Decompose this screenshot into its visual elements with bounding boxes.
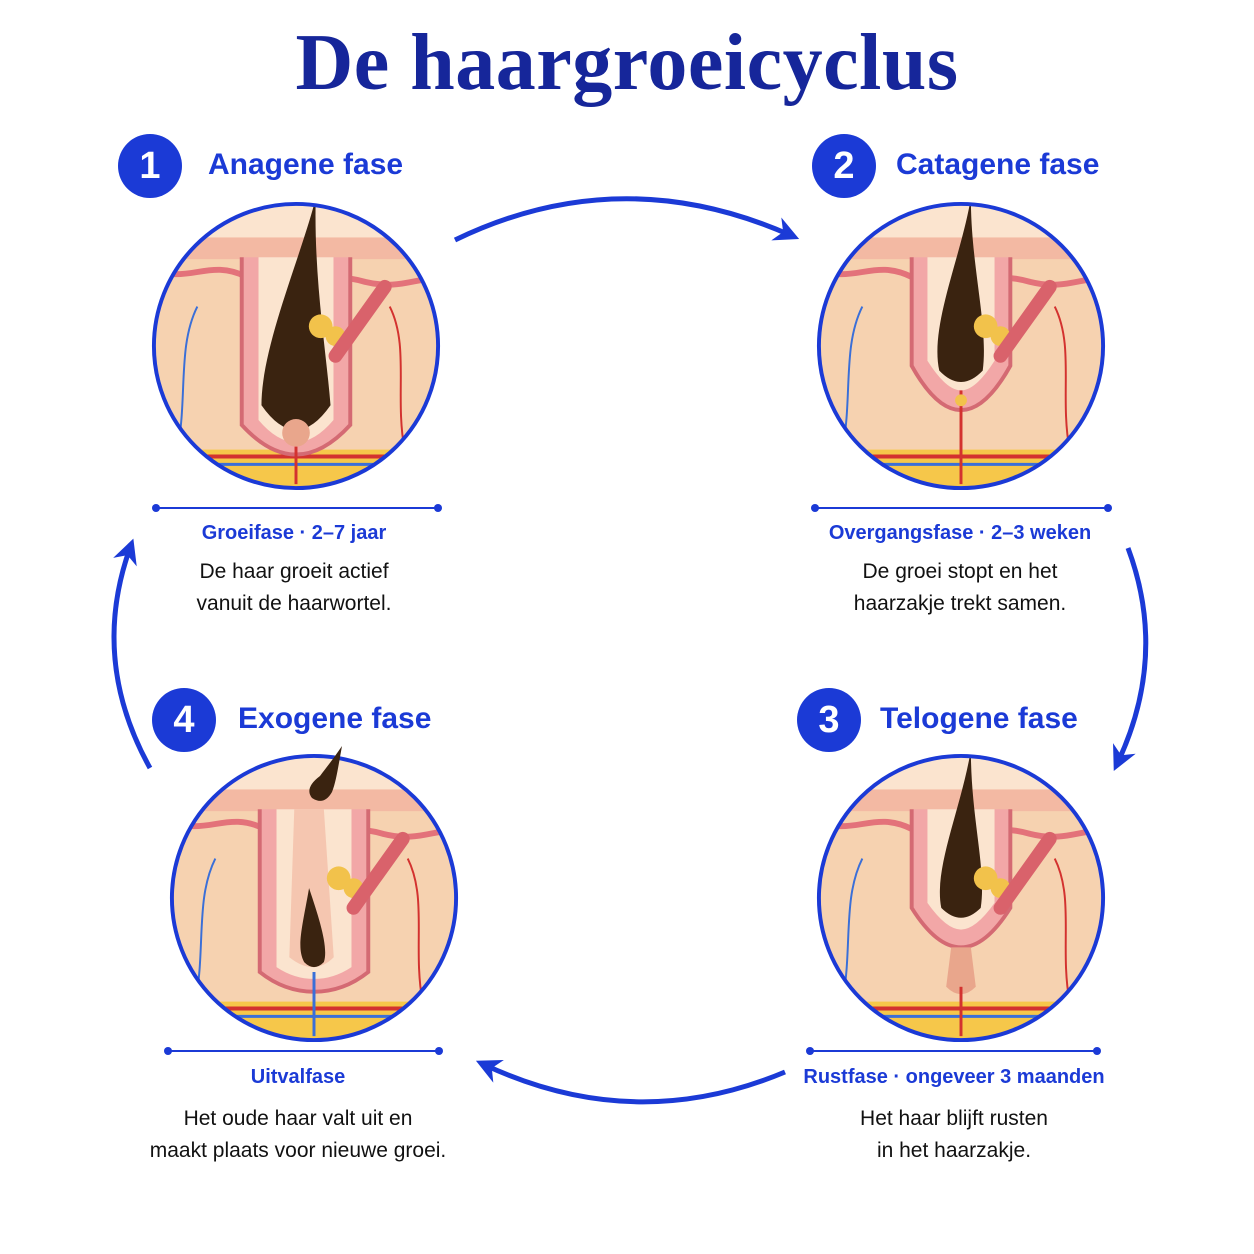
phase-duration: Uitvalfase [250, 1066, 346, 1088]
phase-number-badge: 3 [797, 688, 861, 752]
phase-divider [164, 1047, 443, 1055]
phase-description: Het haar blijft rusten in het haarzakje. [754, 1103, 1154, 1167]
description-line-2: maakt plaats voor nieuwe groei. [149, 1139, 447, 1162]
phase-description: Het oude haar valt uit en maakt plaats v… [98, 1103, 498, 1167]
anagen-follicle-illustration [151, 201, 441, 491]
page-title: De haargroeicyclus [295, 19, 959, 107]
description-line-2: vanuit de haarwortel. [196, 592, 392, 615]
phase-duration: Overgangsfase · 2–3 weken [828, 522, 1092, 544]
phase-divider [152, 504, 442, 512]
description-line-1: Het haar blijft rusten [860, 1107, 1048, 1130]
description-line-2: in het haarzakje. [876, 1139, 1032, 1162]
description-line-2: haarzakje trekt samen. [853, 592, 1067, 615]
arrow-catagen-to-telogen [1113, 547, 1149, 772]
phase-duration: Rustfase · ongeveer 3 maanden [803, 1066, 1105, 1088]
phase-number-badge: 4 [152, 688, 216, 752]
phase-title: Catagene fase [896, 148, 1100, 181]
phase-divider [811, 504, 1112, 512]
phase-number-badge: 2 [812, 134, 876, 198]
exogen-follicle-illustration [169, 753, 459, 1043]
phase-divider [806, 1047, 1101, 1055]
arrow-anagen-to-catagen [453, 196, 800, 243]
description-line-1: De haar groeit actief [199, 560, 389, 583]
telogen-follicle-illustration [816, 753, 1106, 1043]
description-line-1: Het oude haar valt uit en [183, 1107, 413, 1130]
phase-title: Anagene fase [208, 148, 404, 181]
phase-title: Exogene fase [238, 702, 432, 735]
phase-description: De groei stopt en het haarzakje trekt sa… [760, 556, 1160, 620]
phase-description: De haar groeit actief vanuit de haarwort… [94, 556, 494, 620]
arrow-exogen-to-anagen [111, 538, 153, 770]
phase-title: Telogene fase [880, 702, 1078, 735]
description-line-1: De groei stopt en het [862, 560, 1058, 583]
phase-duration: Groeifase · 2–7 jaar [201, 522, 387, 544]
phase-number-badge: 1 [118, 134, 182, 198]
catagen-follicle-illustration [816, 201, 1106, 491]
falling-hair-icon [309, 746, 342, 801]
arrow-telogen-to-exogen [475, 1060, 786, 1105]
